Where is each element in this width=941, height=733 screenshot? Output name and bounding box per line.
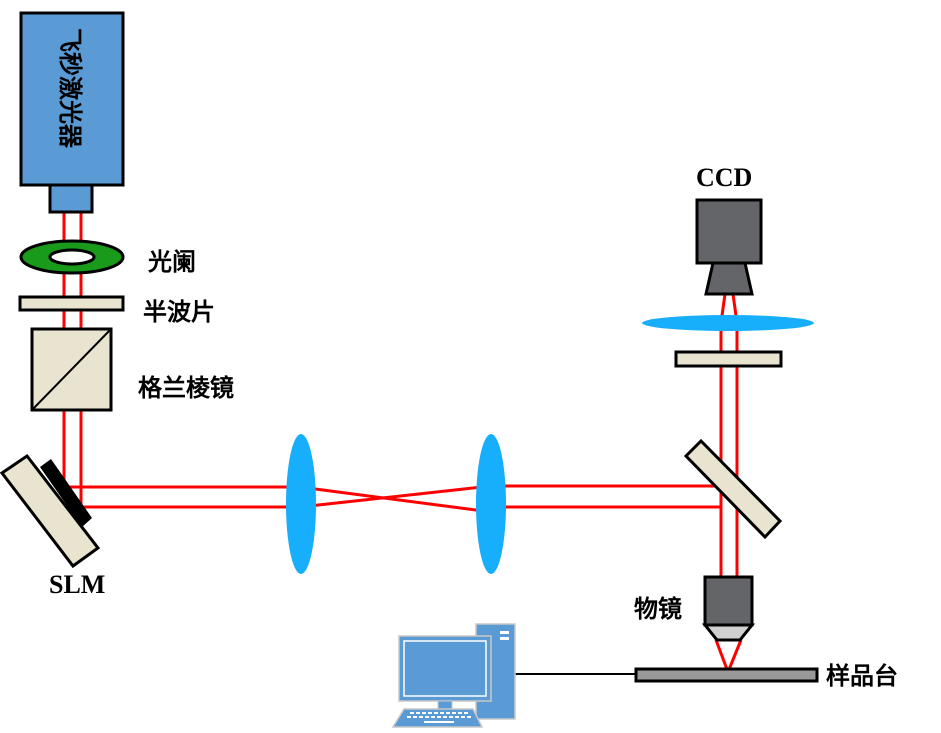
- ccd-mount: [704, 261, 754, 296]
- objective-tip: [701, 623, 756, 642]
- half-wave-plate-label: 半波片: [143, 298, 215, 326]
- half-wave-plate-body: [18, 295, 125, 312]
- beam-focus-b: [726, 639, 743, 673]
- slm-panel: [0, 453, 101, 569]
- keyboard-keys: [407, 712, 471, 723]
- beam-cross-b: [299, 484, 492, 509]
- sample-stage-label: 样品台: [826, 662, 898, 690]
- beam-focus-a: [714, 639, 730, 673]
- lens-2: [476, 434, 506, 574]
- objective-body: [703, 575, 754, 627]
- dichroic-mirror: [683, 438, 783, 540]
- lens-1: [286, 434, 316, 574]
- tower-slot-1: [500, 631, 509, 634]
- glan-prism: 格兰棱镜: [30, 327, 234, 412]
- objective-lens: 物镜: [634, 575, 756, 642]
- beam-cross-a: [299, 485, 492, 514]
- glan-prism-label: 格兰棱镜: [138, 374, 234, 402]
- monitor-screen: [403, 640, 487, 697]
- aperture: 光阑: [19, 239, 196, 276]
- objective-label: 物镜: [634, 595, 682, 623]
- aperture-hole: [48, 248, 96, 266]
- sample-stage: 样品台: [634, 662, 898, 690]
- femtosecond-laser: 飞秒激光器: [19, 11, 125, 214]
- filter-plate: [674, 350, 783, 368]
- glan-prism-diagonal: [31, 328, 112, 411]
- slm: SLM: [0, 453, 105, 599]
- computer-icon: [391, 623, 516, 728]
- ccd-camera: CCD: [695, 163, 763, 296]
- ccd-lens: [642, 315, 814, 331]
- ccd-body: [695, 198, 763, 265]
- ccd-label: CCD: [696, 163, 752, 192]
- slm-label: SLM: [49, 570, 105, 599]
- aperture-label: 光阑: [147, 248, 196, 276]
- laser-output-port: [48, 183, 94, 214]
- sample-stage-body: [634, 667, 819, 683]
- slm-backing: [40, 459, 92, 527]
- half-wave-plate: 半波片: [18, 295, 215, 326]
- monitor-stand: [437, 700, 453, 710]
- tower-slot-2: [500, 637, 509, 640]
- laser-label: 飞秒激光器: [56, 28, 84, 149]
